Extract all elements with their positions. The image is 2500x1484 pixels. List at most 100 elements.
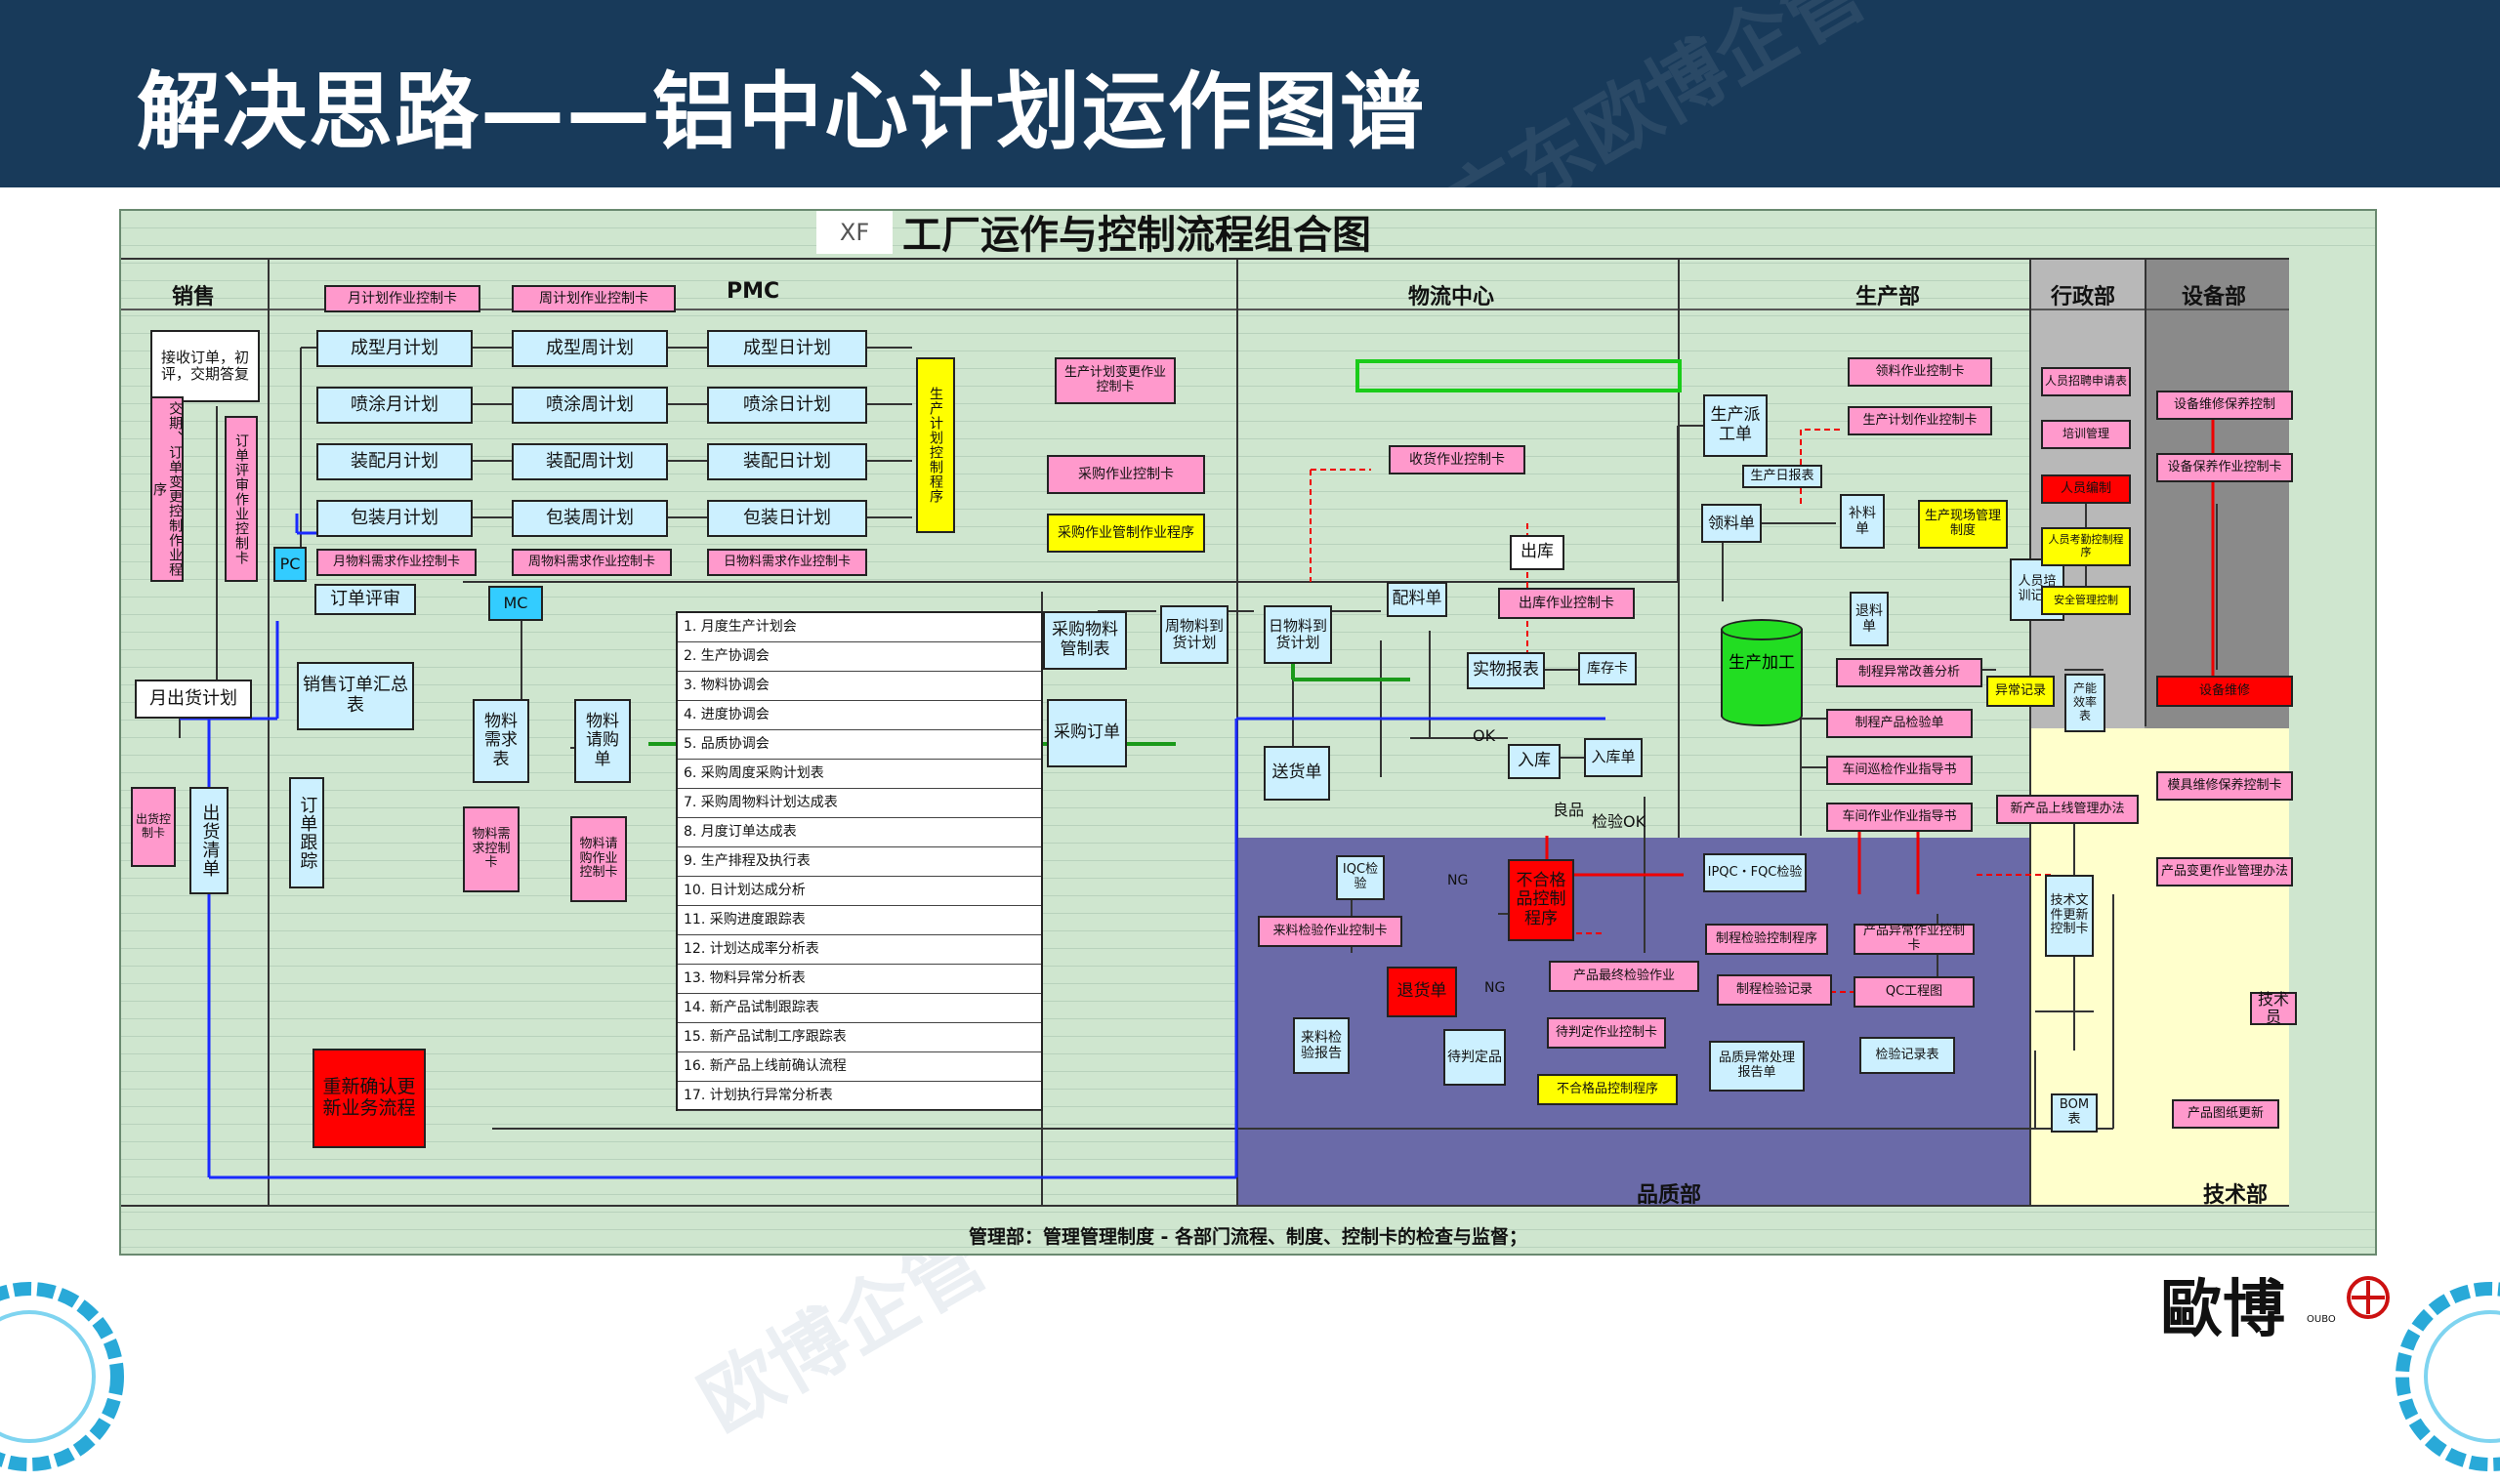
receiving-ctrl-card: 收货作业控制卡 [1389, 445, 1525, 474]
safety-ctrl: 安全管理控制 [2041, 586, 2131, 615]
final-report: 品质异常处理报告单 [1709, 1041, 1805, 1092]
yellow-note: 生产现场管理制度 [1918, 500, 2008, 549]
oubo-logo: 歐博 OUBO [2160, 1259, 2395, 1347]
weekly-plan-1: 喷涂周计划 [512, 387, 668, 424]
order-review-step: 订单评审 [314, 584, 416, 615]
attendance-program: 人员考勤控制程序 [2041, 527, 2131, 566]
col-equipment: 设备部 [2182, 285, 2247, 309]
mc-box: MC [488, 586, 543, 621]
col-tech: 技术部 [2203, 1183, 2269, 1208]
pending-doc: 待判定品 [1443, 1029, 1506, 1086]
process-cylinder: 生产加工 [1721, 619, 1803, 726]
new-product-ctrl: 新产品上线管理办法 [1996, 795, 2139, 824]
process-label: 生产加工 [1729, 653, 1795, 673]
process-ctrl-qc: 制程检验控制程序 [1705, 924, 1828, 955]
meeting-item: 7. 采购周物料计划达成表 [678, 789, 1041, 818]
material-demand-ctrl: 物料需求控制卡 [463, 806, 520, 892]
col-pmc: PMC [727, 279, 780, 304]
process-guide: 车间作业作业指导书 [1826, 803, 1973, 832]
divider [2145, 258, 2146, 726]
good-label: 良品 [1553, 801, 1585, 819]
process-record: 制程检验记录 [1717, 974, 1832, 1006]
finished-report: 制程产品检验单 [1826, 709, 1973, 738]
ship-control-card: 出货控制卡 [131, 787, 176, 867]
divider [121, 258, 2289, 260]
nonconforming-ctrl: 不合格品控制程序 [1537, 1074, 1678, 1105]
regular-check: 车间巡检作业指导书 [1826, 756, 1973, 785]
order-change-card: 交期、订单变更控制作业程序 [150, 396, 184, 582]
meeting-item: 15. 新产品试制工序跟踪表 [678, 1023, 1041, 1052]
meeting-item: 12. 计划达成率分析表 [678, 935, 1041, 965]
ng-label-2: NG [1484, 980, 1506, 996]
logo-mark-icon [2347, 1276, 2390, 1319]
weekly-material-ctrl: 周物料需求作业控制卡 [512, 549, 672, 576]
production-daily: 生产日报表 [1742, 465, 1822, 488]
material-request-ctrl: 物料请购作业控制卡 [570, 816, 627, 902]
material-ctrl-card: 领料作业控制卡 [1848, 357, 1992, 387]
in-warehouse: 入库 [1508, 744, 1561, 779]
out-ctrl-card: 出库作业控制卡 [1498, 588, 1635, 619]
col-logistics: 物流中心 [1408, 285, 1495, 309]
picking-doc: 配料单 [1387, 582, 1447, 617]
daily-plan-1: 喷涂日计划 [707, 387, 867, 424]
right-margin-region [2289, 260, 2375, 1207]
meeting-item: 3. 物料协调会 [678, 672, 1041, 701]
repair-box: 设备维修 [2156, 676, 2293, 707]
meeting-item: 8. 月度订单达成表 [678, 818, 1041, 847]
meeting-item: 14. 新产品试制跟踪表 [678, 994, 1041, 1023]
nonconform-box: 不合格品控制程序 [1508, 859, 1574, 941]
col-admin: 行政部 [2051, 285, 2116, 309]
material-demand-table: 物料需求表 [473, 699, 529, 783]
return-note: 退料单 [1850, 592, 1889, 646]
quality-abnormal-ctrl: 产品异常作业控制卡 [1854, 924, 1975, 955]
ipqc-box: IPQC・FQC检验 [1703, 853, 1807, 892]
divider [268, 258, 270, 1205]
pc-box: PC [273, 547, 307, 582]
defect-analysis: 制程异常改善分析 [1836, 658, 1982, 687]
pass-label: 检验OK [1592, 812, 1646, 831]
return-reject: 退货单 [1387, 967, 1457, 1017]
maintenance-ctrl: 设备维修保养控制 [2156, 391, 2293, 420]
meeting-item: 17. 计划执行异常分析表 [678, 1082, 1041, 1111]
monthly-plan-0: 成型月计划 [316, 330, 473, 367]
output-record: 产能效率表 [2064, 674, 2105, 732]
order-review-box: 接收订单，初评，交期答复 [150, 330, 260, 402]
iqc-box: IQC检验 [1336, 855, 1385, 900]
in-doc: 入库单 [1584, 738, 1643, 777]
production-order: 生产派工单 [1703, 394, 1768, 457]
reconfirm-process: 重新确认更新业务流程 [312, 1049, 426, 1148]
material-return: 补料单 [1840, 494, 1885, 549]
tech-file-doc: 技术文件更新控制卡 [2045, 875, 2094, 957]
purchase-plan-table: 采购物料管制表 [1043, 611, 1127, 670]
plan-control-program: 生产计划控制程序 [916, 357, 955, 533]
pending-ctrl: 待判定作业控制卡 [1547, 1017, 1666, 1049]
delivery-note: 送货单 [1264, 746, 1330, 801]
finished-ctrl: 产品最终检验作业 [1549, 961, 1699, 992]
meeting-list: 1. 月度生产计划会 2. 生产协调会 3. 物料协调会 4. 进度协调会 5.… [676, 611, 1043, 1111]
material-request-form: 物料请购单 [574, 699, 631, 783]
divider [121, 1205, 2289, 1207]
daily-plan-2: 装配日计划 [707, 443, 867, 480]
daily-plan-0: 成型日计划 [707, 330, 867, 367]
purchase-program: 采购作业管制作业程序 [1047, 514, 1205, 553]
qc-record: 异常记录 [1986, 676, 2055, 707]
weekly-plan-ctrl-card: 周计划作业控制卡 [512, 285, 676, 312]
qc-standard: QC工程图 [1854, 976, 1975, 1008]
plan-change-ctrl: 生产计划变更作业控制卡 [1055, 357, 1176, 404]
purchase-ctrl-card: 采购作业控制卡 [1047, 455, 1205, 494]
purchase-order-doc: 采购订单 [1047, 699, 1127, 767]
quality-record: 检验记录表 [1859, 1037, 1955, 1074]
meeting-item: 13. 物料异常分析表 [678, 965, 1041, 994]
meeting-item: 1. 月度生产计划会 [678, 613, 1041, 642]
divider [2029, 258, 2031, 1205]
monthly-plan-3: 包装月计划 [316, 500, 473, 537]
title-bar: 解决思路——铝中心计划运作图谱 [0, 0, 2500, 187]
production-plan-ctrl: 生产计划作业控制卡 [1848, 406, 1992, 435]
meeting-item: 10. 日计划达成分析 [678, 877, 1041, 906]
col-production: 生产部 [1855, 285, 1921, 309]
order-follow-doc: 订单跟踪 [289, 777, 324, 888]
corner-ring-left [0, 1282, 124, 1471]
logo-sub: OUBO [2307, 1314, 2336, 1325]
recruit-form: 人员招聘申请表 [2041, 367, 2131, 396]
xf-badge: XF [816, 211, 893, 254]
